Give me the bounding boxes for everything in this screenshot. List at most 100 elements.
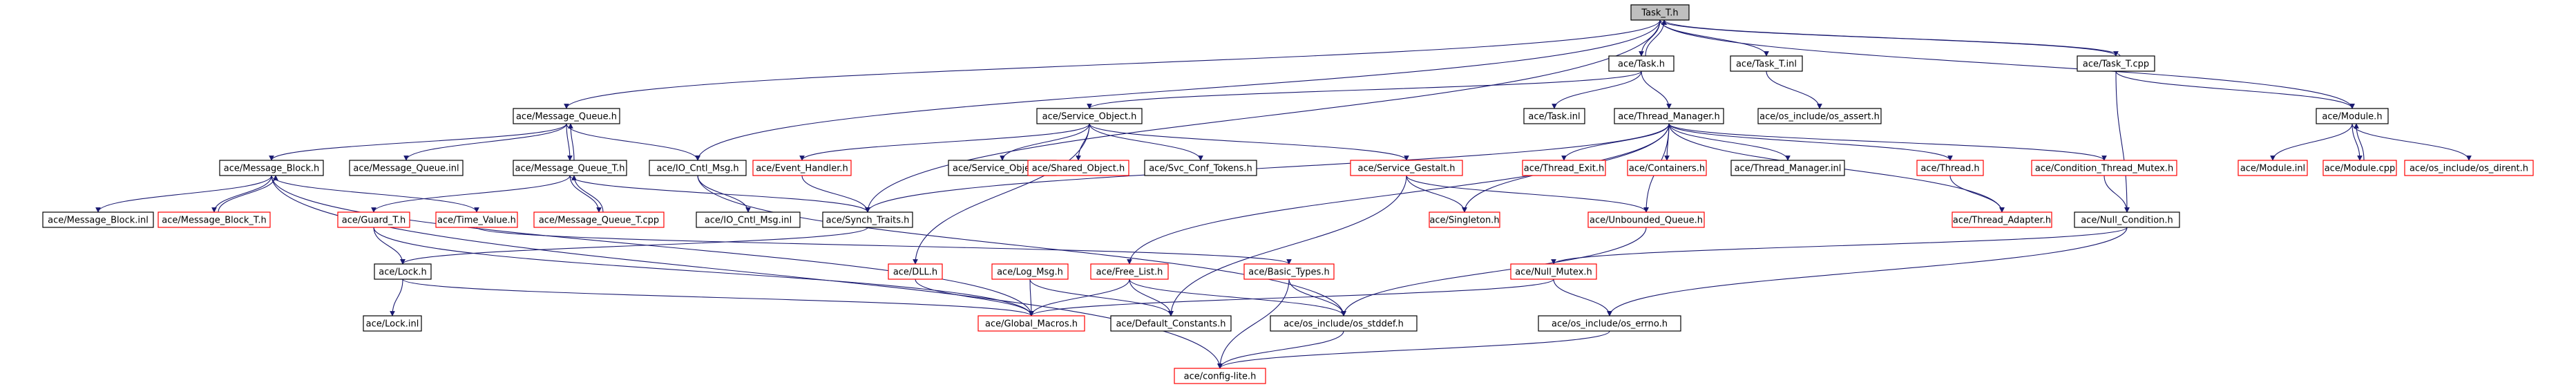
node-thread-exit-h[interactable]: ace/Thread_Exit.h [1522, 160, 1606, 176]
node-synch-traits-h[interactable]: ace/Synch_Traits.h [822, 211, 913, 228]
node-label: ace/Message_Queue.inl [353, 164, 459, 174]
node-condition-thread-mutex-h[interactable]: ace/Condition_Thread_Mutex.h [2031, 160, 2177, 176]
node-shared-object-h[interactable]: ace/Shared_Object.h [1027, 160, 1129, 176]
edge-task-h-to-task-inl [1552, 70, 1642, 109]
node-message-queue-t-h[interactable]: ace/Message_Queue_T.h [513, 160, 627, 176]
edge-message-queue-h-to-message-queue-inl [403, 123, 567, 161]
node-thread-h[interactable]: ace/Thread.h [1916, 160, 1984, 176]
node-containers-h[interactable]: ace/Containers.h [1627, 160, 1707, 176]
node-message-block-h[interactable]: ace/Message_Block.h [219, 160, 324, 176]
node-label: ace/Message_Block_T.h [162, 216, 266, 226]
node-os-errno-h[interactable]: ace/os_include/os_errno.h [1538, 315, 1681, 332]
node-service-object-h[interactable]: ace/Service_Object.h [1036, 108, 1143, 124]
node-box [822, 211, 913, 228]
node-config-lite-h[interactable]: ace/config-lite.h [1174, 368, 1266, 384]
node-box [1614, 108, 1724, 124]
node-global-macros-h[interactable]: ace/Global_Macros.h [977, 315, 1085, 332]
node-module-cpp[interactable]: ace/Module.cpp [2322, 160, 2397, 176]
node-box [1144, 160, 1257, 176]
node-box [374, 263, 432, 280]
edge-free-list-h-to-os-stddef-h [1129, 279, 1346, 317]
node-label: ace/Singleton.h [1429, 216, 1499, 226]
node-time-value-h[interactable]: ace/Time_Value.h [435, 211, 518, 228]
node-label: ace/Thread_Exit.h [1524, 164, 1604, 174]
edge-task-h-to-service-object-h [1087, 70, 1642, 109]
edge-synch-traits-h-to-lock-h [400, 227, 868, 265]
node-free-list-h[interactable]: ace/Free_List.h [1090, 263, 1169, 280]
edge-message-queue-h-to-message-queue-t-h [566, 123, 573, 161]
node-task-t-inl[interactable]: ace/Task_T.inl [1730, 55, 1803, 72]
node-thread-manager-inl[interactable]: ace/Thread_Manager.inl [1730, 160, 1845, 176]
edge-service-gestalt-h-to-default-constants-h [1168, 175, 1407, 317]
node-lock-inl[interactable]: ace/Lock.inl [363, 315, 422, 332]
node-thread-adapter-h[interactable]: ace/Thread_Adapter.h [1952, 211, 2052, 228]
node-box [1757, 108, 1882, 124]
edge-guard-t-h-to-lock-h [373, 227, 406, 265]
edge-message-queue-t-h-to-synch-traits-h [569, 175, 870, 213]
edge-log-msg-h-to-global-macros-h [1029, 279, 1034, 317]
node-label: ace/Message_Block.inl [48, 216, 149, 226]
node-os-stddef-h[interactable]: ace/os_include/os_stddef.h [1270, 315, 1418, 332]
edge-thread-h-to-thread-adapter-h [1949, 175, 2005, 213]
node-label: ace/Service_Object.inl [953, 164, 1052, 174]
node-label: ace/Null_Mutex.h [1515, 267, 1592, 278]
node-label: Task_T.h [1641, 8, 1678, 19]
node-label: ace/DLL.h [893, 267, 937, 278]
edge-os-errno-h-to-config-lite-h [1217, 330, 1610, 369]
node-null-mutex-h[interactable]: ace/Null_Mutex.h [1510, 263, 1597, 280]
node-box [991, 263, 1069, 280]
node-thread-manager-h[interactable]: ace/Thread_Manager.h [1614, 108, 1724, 124]
node-box [158, 211, 271, 228]
edge-io-cntl-msg-h-to-io-cntl-msg-inl [697, 175, 751, 213]
node-box [219, 160, 324, 176]
node-box [363, 315, 422, 332]
node-label: ace/Basic_Types.h [1248, 267, 1329, 278]
node-task-h[interactable]: ace/Task.h [1608, 55, 1675, 72]
node-task-t-cpp[interactable]: ace/Task_T.cpp [2077, 55, 2155, 72]
edge-message-block-h-to-time-value-h [271, 175, 479, 213]
edge-message-queue-t-h-to-guard-t-h [371, 175, 571, 213]
node-io-cntl-msg-inl[interactable]: ace/IO_Cntl_Msg.inl [696, 211, 801, 228]
node-io-cntl-msg-h[interactable]: ace/IO_Cntl_Msg.h [649, 160, 747, 176]
node-unbounded-queue-h[interactable]: ace/Unbounded_Queue.h [1587, 211, 1705, 228]
edge-message-queue-t-h-to-message-queue-h [568, 123, 575, 161]
node-box [1538, 315, 1681, 332]
node-event-handler-h[interactable]: ace/Event_Handler.h [752, 160, 852, 176]
node-message-block-t-h[interactable]: ace/Message_Block_T.h [158, 211, 271, 228]
node-box [1587, 211, 1705, 228]
edge-task-t-h-to-io-cntl-msg-h [695, 19, 1661, 161]
edge-service-object-h-to-event-handler-h [799, 123, 1090, 161]
node-dll-h[interactable]: ace/DLL.h [888, 263, 943, 280]
edge-io-cntl-msg-h-to-os-stddef-h [697, 175, 1346, 317]
edge-thread-manager-h-to-free-list-h [1127, 123, 1670, 265]
node-lock-h[interactable]: ace/Lock.h [374, 263, 432, 280]
node-default-constants-h[interactable]: ace/Default_Constants.h [1110, 315, 1232, 332]
edge-unbounded-queue-h-to-os-stddef-h [1341, 227, 1647, 317]
edge-message-block-h-to-message-block-t-h [211, 175, 272, 213]
edge-free-list-h-to-default-constants-h [1129, 279, 1174, 317]
node-log-msg-h[interactable]: ace/Log_Msg.h [991, 263, 1069, 280]
node-task-inl[interactable]: ace/Task.inl [1523, 108, 1585, 124]
edge-task-t-cpp-to-module-h [2115, 70, 2355, 109]
node-box [1916, 160, 1984, 176]
edge-dll-h-to-global-macros-h [915, 279, 1034, 317]
node-module-h[interactable]: ace/Module.h [2316, 108, 2389, 124]
node-singleton-h[interactable]: ace/Singleton.h [1429, 211, 1500, 228]
node-guard-t-h[interactable]: ace/Guard_T.h [337, 211, 410, 228]
node-label: ace/Shared_Object.h [1032, 164, 1125, 174]
node-message-block-inl[interactable]: ace/Message_Block.inl [42, 211, 154, 228]
node-message-queue-t-cpp[interactable]: ace/Message_Queue_T.cpp [533, 211, 665, 228]
node-message-queue-h[interactable]: ace/Message_Queue.h [513, 108, 620, 124]
node-module-inl[interactable]: ace/Module.inl [2238, 160, 2308, 176]
node-os-assert-h[interactable]: ace/os_include/os_assert.h [1757, 108, 1882, 124]
node-label: ace/Thread.h [1920, 164, 1979, 174]
node-os-dirent-h[interactable]: ace/os_include/os_dirent.h [2404, 160, 2534, 176]
node-message-queue-inl[interactable]: ace/Message_Queue.inl [349, 160, 464, 176]
node-null-condition-h[interactable]: ace/Null_Condition.h [2074, 211, 2180, 228]
node-svc-conf-tokens-h[interactable]: ace/Svc_Conf_Tokens.h [1144, 160, 1257, 176]
node-service-gestalt-h[interactable]: ace/Service_Gestalt.h [1350, 160, 1463, 176]
edge-condition-thread-mutex-h-to-null-condition-h [2103, 175, 2130, 213]
node-basic-types-h[interactable]: ace/Basic_Types.h [1243, 263, 1335, 280]
node-box [2074, 211, 2180, 228]
